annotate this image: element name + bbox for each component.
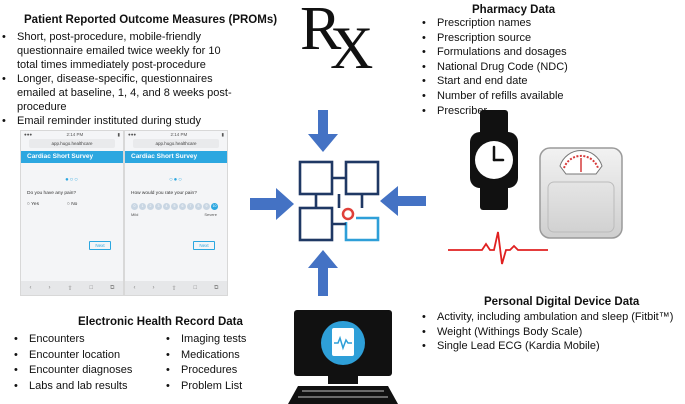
next-button[interactable]: Next [89, 241, 111, 250]
browser-toolbar: ‹›⇧□⧉ [125, 281, 227, 295]
ehr-item: Medications [164, 348, 284, 364]
device-title: Personal Digital Device Data [484, 296, 640, 308]
hub-diagram [250, 110, 426, 296]
pain-scale-option[interactable]: 4 [163, 203, 170, 210]
rx-r: R [300, 0, 342, 63]
pharmacy-item: Prescription names [420, 16, 680, 31]
option-yes[interactable]: ○ Yes [27, 202, 39, 207]
ehr-item: Encounter diagnoses [12, 363, 172, 379]
survey-header: Cardiac Short Survey [125, 151, 227, 163]
phone-time: 2:14 PM [170, 132, 188, 137]
pain-scale-option[interactable]: 1 [139, 203, 146, 210]
hub-grid [298, 160, 380, 242]
ehr-list-1: Encounters Encounter location Encounter … [12, 332, 172, 394]
survey-phone-2: ●●●2:14 PM▮ app.hugo.healthcare Cardiac … [124, 130, 228, 296]
ehr-item: Procedures [164, 363, 284, 379]
next-button[interactable]: Next [193, 241, 215, 250]
pain-scale-option[interactable]: 9 [203, 203, 210, 210]
pain-scale-option[interactable]: 3 [155, 203, 162, 210]
pharmacy-item: Prescriber [420, 104, 680, 119]
pain-scale-option[interactable]: 0 [131, 203, 138, 210]
device-item: Single Lead ECG (Kardia Mobile) [420, 339, 685, 354]
hub-dot [341, 207, 355, 221]
page-dots: ●○○ [65, 177, 79, 183]
device-item: Weight (Withings Body Scale) [420, 325, 685, 340]
ehr-item: Imaging tests [164, 332, 284, 348]
body-scale-icon [539, 147, 623, 239]
survey-phone-1: ●●●2:14 PM▮ app.hugo.healthcare Cardiac … [20, 130, 124, 296]
device-item: Activity, including ambulation and sleep… [420, 310, 685, 325]
ehr-item: Problem List [164, 379, 284, 395]
pharmacy-title: Pharmacy Data [472, 4, 556, 16]
pain-scale-option[interactable]: 2 [147, 203, 154, 210]
device-list: Activity, including ambulation and sleep… [420, 310, 685, 354]
pharmacy-item: National Drug Code (NDC) [420, 60, 680, 75]
pharmacy-item: Number of refills available [420, 89, 680, 104]
arrow-left [380, 186, 426, 216]
pharmacy-item: Formulations and dosages [420, 45, 680, 60]
ehr-list-2: Imaging tests Medications Procedures Pro… [164, 332, 284, 394]
prom-list: Short, post-procedure, mobile-friendly q… [0, 30, 232, 128]
pharmacy-item: Start and end date [420, 74, 680, 89]
pain-scale-option[interactable]: 7 [187, 203, 194, 210]
arrow-up [308, 250, 338, 296]
ehr-item: Encounters [12, 332, 172, 348]
phone-url: app.hugo.healthcare [133, 139, 219, 148]
arrow-right [250, 188, 294, 220]
scale-low-label: Mild [131, 212, 139, 217]
pain-scale-option[interactable]: 5 [171, 203, 178, 210]
phone-time: 2:14 PM [66, 132, 84, 137]
prom-item: Longer, disease-specific, questionnaires… [0, 72, 232, 114]
pain-scale-option[interactable]: 8 [195, 203, 202, 210]
ehr-item: Encounter location [12, 348, 172, 364]
pharmacy-item: Prescription source [420, 31, 680, 46]
page-dots: ○●○ [169, 177, 183, 183]
survey-question: Do you have any pain? [27, 191, 77, 196]
pain-scale-option[interactable]: 10 [211, 203, 218, 210]
pain-scale-option[interactable]: 6 [179, 203, 186, 210]
ehr-title: Electronic Health Record Data [78, 316, 243, 328]
prom-item: Short, post-procedure, mobile-friendly q… [0, 30, 232, 72]
browser-toolbar: ‹›⇧□⧉ [21, 281, 123, 295]
rx-x: X [330, 15, 374, 81]
rx-symbol: R X [300, 0, 400, 81]
arrow-down [308, 110, 338, 152]
pharmacy-list: Prescription names Prescription source F… [420, 16, 680, 118]
phone-url: app.hugo.healthcare [29, 139, 115, 148]
survey-question: How would you rate your pain? [131, 191, 197, 196]
option-no[interactable]: ○ No [66, 202, 78, 207]
scale-high-label: Severe [204, 212, 217, 217]
survey-header: Cardiac Short Survey [21, 151, 123, 163]
computer-monitor-icon [288, 310, 398, 404]
prom-title: Patient Reported Outcome Measures (PROMs… [24, 14, 278, 26]
smartwatch-icon [470, 110, 518, 210]
prom-item: Email reminder instituted during study [0, 114, 232, 128]
ecg-icon [448, 231, 548, 265]
ehr-item: Labs and lab results [12, 379, 172, 395]
